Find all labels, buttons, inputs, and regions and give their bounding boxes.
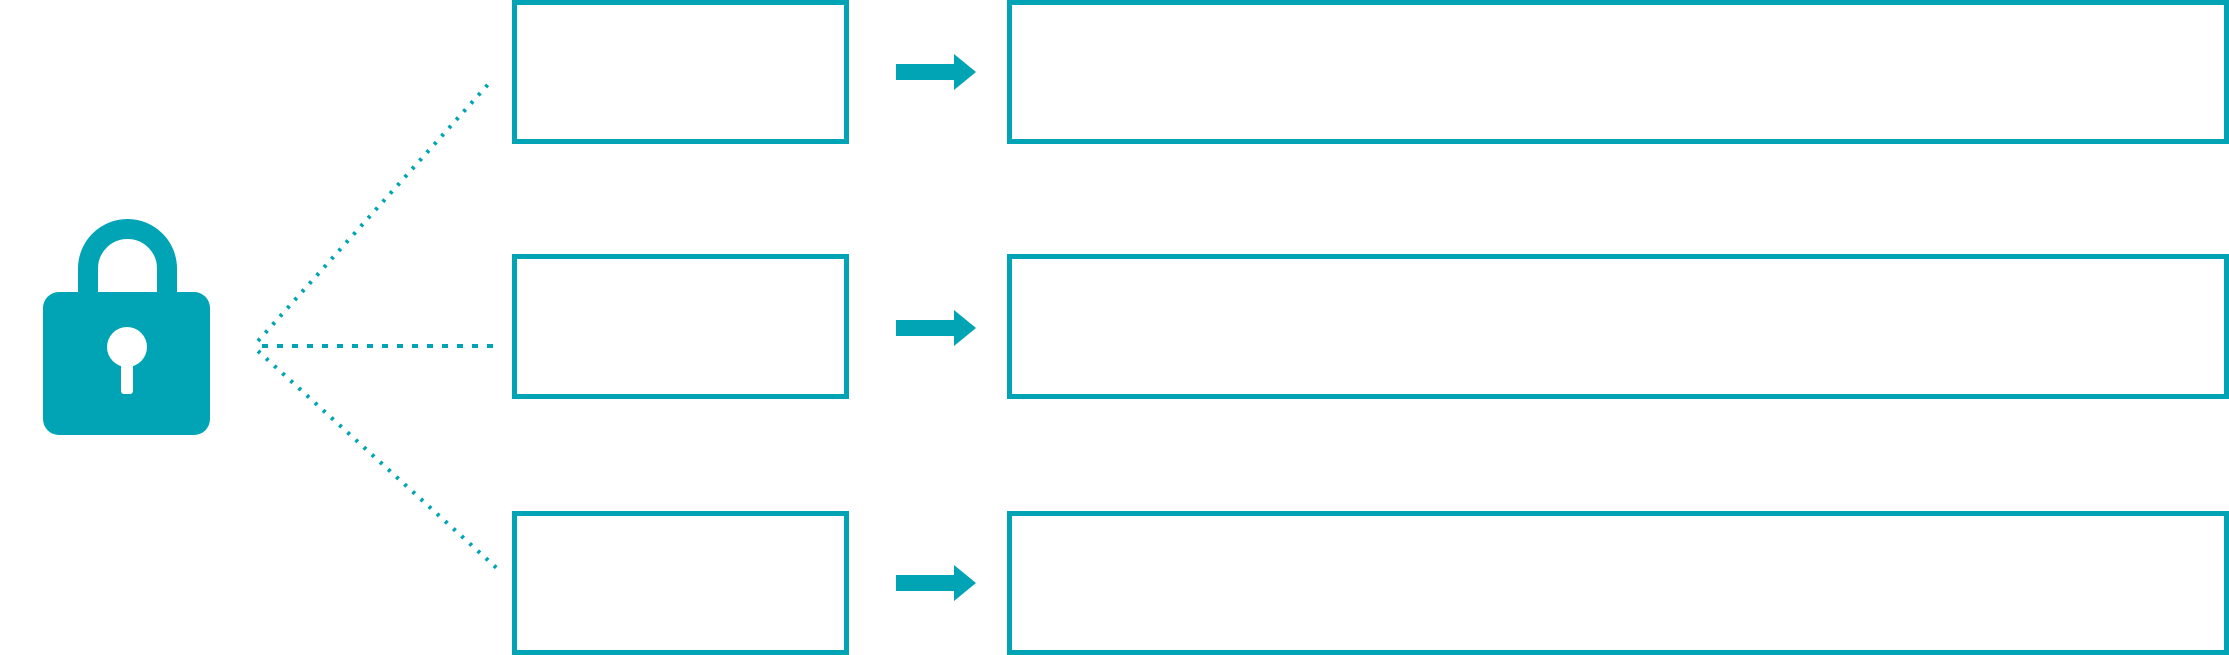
- description-box-1: [1007, 0, 2229, 144]
- step-box-1: [512, 0, 849, 144]
- lock-icon: [43, 219, 210, 435]
- arrow-right-icon-2: [896, 310, 976, 346]
- lock-body: [43, 292, 210, 435]
- step-box-2: [512, 254, 849, 399]
- arrow-right-icon-1: [896, 54, 976, 90]
- description-box-2: [1007, 254, 2229, 399]
- lock-shackle: [78, 219, 177, 300]
- step-box-3: [512, 511, 849, 655]
- lock-keyhole-stem: [121, 352, 133, 394]
- arrow-right-icon-3: [896, 565, 976, 601]
- dotted-connector-line-3: [256, 349, 503, 574]
- description-box-3: [1007, 511, 2229, 655]
- dotted-connector-line-1: [256, 78, 494, 343]
- lock-keyhole-circle: [107, 327, 147, 367]
